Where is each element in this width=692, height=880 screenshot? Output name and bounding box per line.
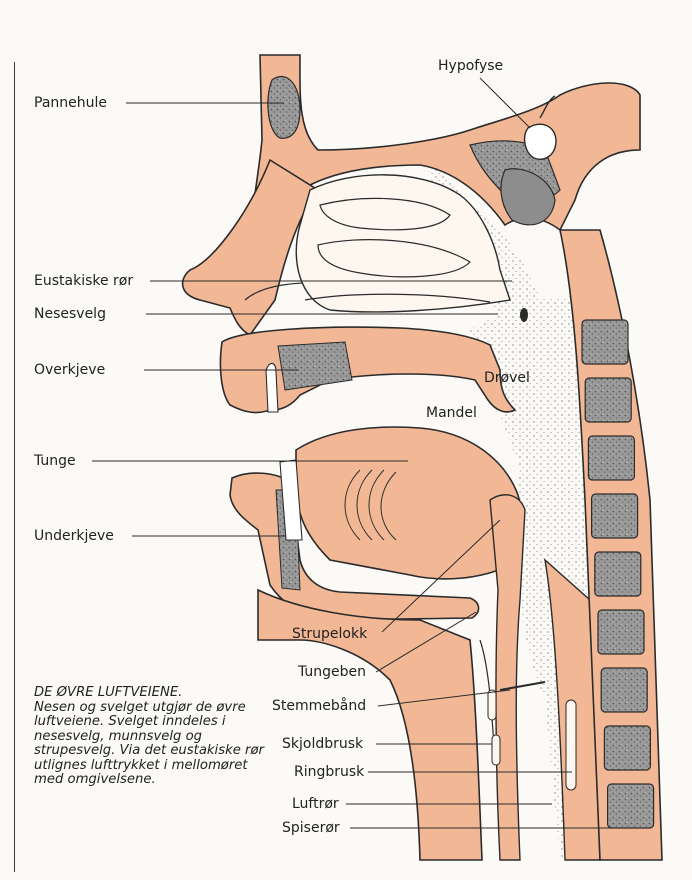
label-ringbrusk: Ringbrusk	[294, 764, 364, 780]
caption-title: DE ØVRE LUFTVEIENE.	[34, 686, 264, 701]
label-mandel: Mandel	[426, 405, 477, 421]
label-pannehule: Pannehule	[34, 95, 107, 111]
leader-hypofyse	[480, 78, 530, 128]
figure-caption: DE ØVRE LUFTVEIENE. Nesen og svelget utg…	[34, 686, 264, 788]
label-nesesvelg: Nesesvelg	[34, 306, 106, 322]
leader-strupelokk	[382, 520, 500, 632]
label-eustakiske-ror: Eustakiske rør	[34, 273, 133, 289]
label-overkjeve: Overkjeve	[34, 362, 105, 378]
leader-tungeben	[376, 612, 476, 672]
label-tungeben: Tungeben	[298, 664, 366, 680]
label-hypofyse: Hypofyse	[438, 58, 503, 74]
label-underkjeve: Underkjeve	[34, 528, 114, 544]
label-strupelokk: Strupelokk	[292, 626, 367, 642]
label-tunge: Tunge	[34, 453, 76, 469]
label-drovel: Drøvel	[484, 370, 530, 386]
label-skjoldbrusk: Skjoldbrusk	[282, 736, 363, 752]
caption-body: Nesen og svelget utgjør de øvre luftveie…	[34, 701, 264, 788]
label-spiseror: Spiserør	[282, 820, 340, 836]
label-luftror: Luftrør	[292, 796, 339, 812]
label-stemmebaand: Stemmebånd	[272, 698, 366, 714]
leader-stemmebaand	[378, 690, 510, 706]
